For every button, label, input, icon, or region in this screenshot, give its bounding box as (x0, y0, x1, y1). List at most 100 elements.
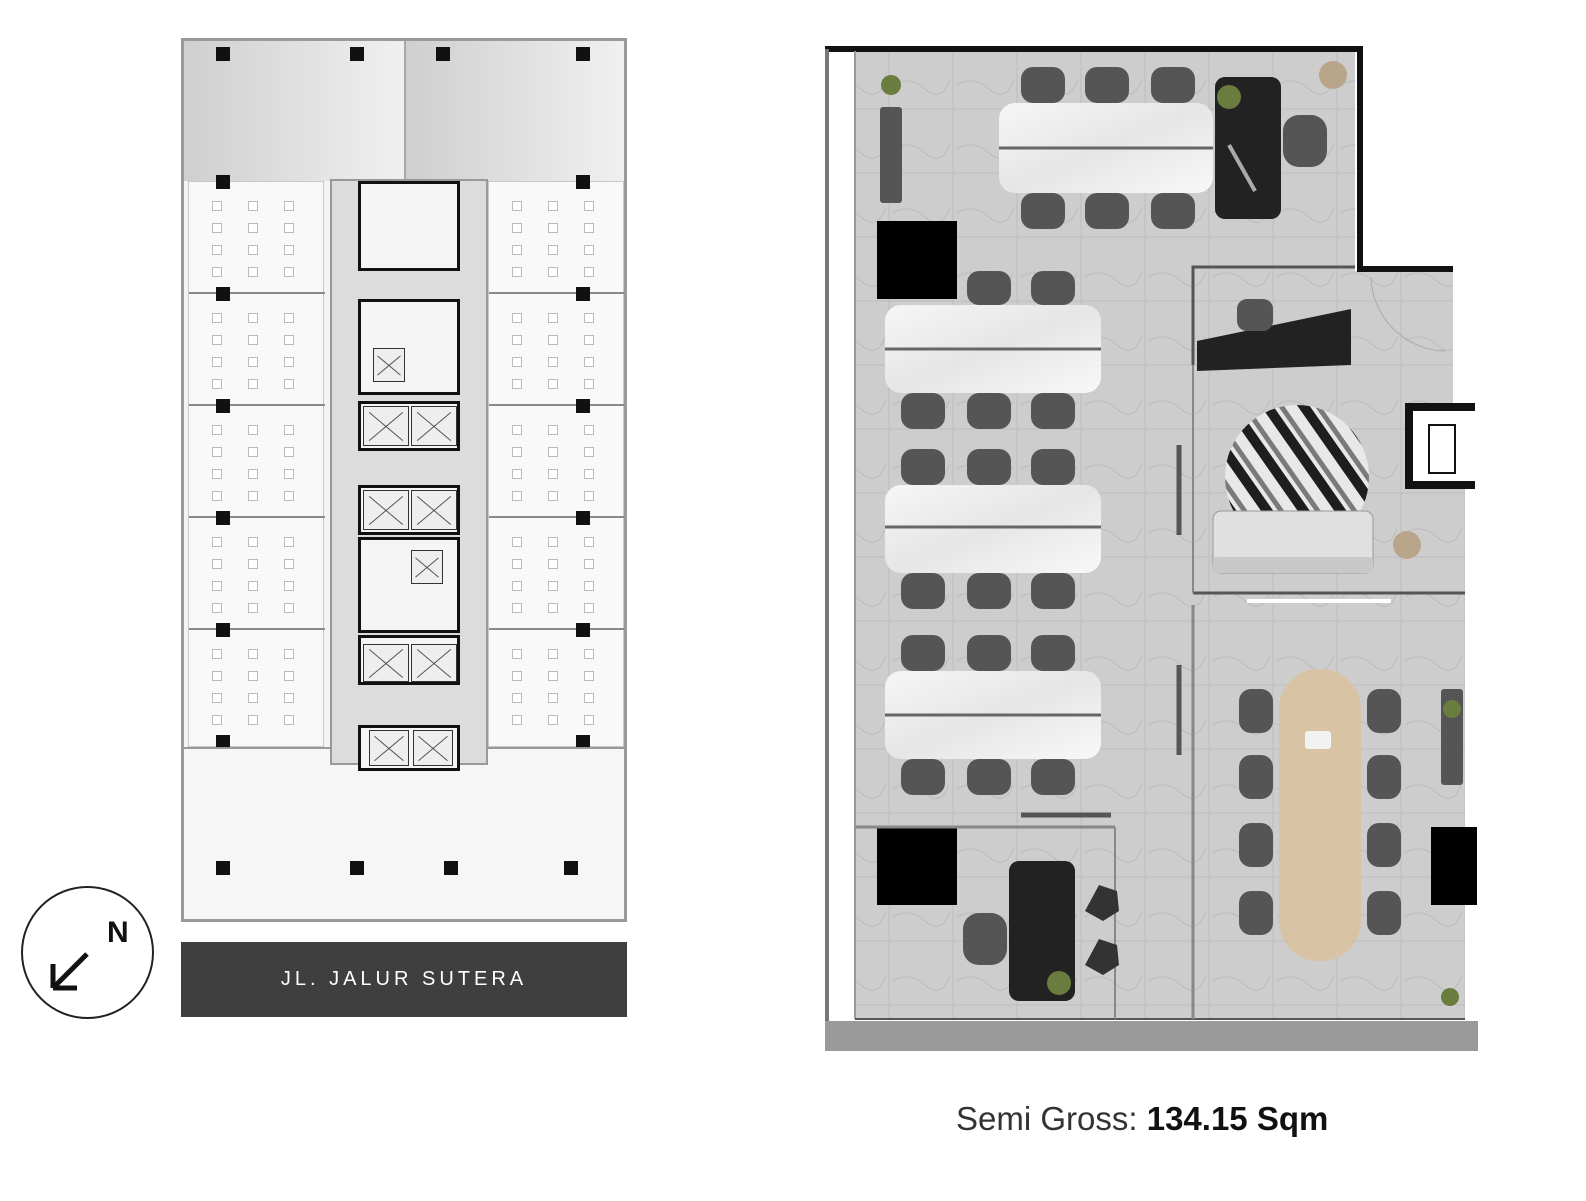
desk-outline (248, 245, 258, 255)
office-chair (1021, 67, 1065, 103)
reception-desk-black-marble (1009, 861, 1075, 1001)
desk-outline (212, 581, 222, 591)
desk-outline (212, 693, 222, 703)
office-chair (1239, 823, 1273, 867)
desk-outline (584, 671, 594, 681)
desk-outline (248, 537, 258, 547)
desk-outline (284, 603, 294, 613)
desk-outline (512, 537, 522, 547)
structural-column (216, 735, 230, 749)
desk-outline (548, 425, 558, 435)
structural-column (576, 399, 590, 413)
desk-outline (284, 223, 294, 233)
desk-outline (584, 715, 594, 725)
glass-roof-east (406, 41, 624, 181)
office-chair (967, 449, 1011, 485)
street-name: JL. JALUR SUTERA (280, 968, 528, 990)
plant-icon (881, 75, 901, 95)
desk-outline (512, 201, 522, 211)
desk-outline (248, 649, 258, 659)
desk-outline (284, 357, 294, 367)
lift-lobby (358, 635, 460, 685)
desk-outline (548, 313, 558, 323)
office-chair (967, 635, 1011, 671)
office-chair (1151, 67, 1195, 103)
desk-outline (584, 335, 594, 345)
lift-car (411, 550, 443, 584)
desk-outline (284, 267, 294, 277)
desk-outline (548, 357, 558, 367)
structural-column (216, 511, 230, 525)
desk-outline (248, 357, 258, 367)
desk-outline (512, 223, 522, 233)
lift-car (413, 730, 453, 766)
structural-column (216, 175, 230, 189)
desk-outline (548, 267, 558, 277)
desk-outline (584, 245, 594, 255)
desk-outline (584, 425, 594, 435)
desk-outline (548, 201, 558, 211)
exterior-wall (825, 46, 1453, 272)
unit-divider (189, 628, 325, 630)
office-chair (901, 449, 945, 485)
desk-outline (248, 313, 258, 323)
structural-column (436, 47, 450, 61)
desk-outline (284, 649, 294, 659)
window-sill-east (1428, 424, 1456, 474)
office-chair (901, 635, 945, 671)
structural-column (576, 287, 590, 301)
desk-outline (584, 693, 594, 703)
area-caption: Semi Gross: 134.15 Sqm (956, 1100, 1328, 1138)
area-value: 134.15 Sqm (1146, 1100, 1329, 1137)
unit-divider (189, 516, 325, 518)
desk-outline (584, 201, 594, 211)
desk-outline (248, 715, 258, 725)
stool (1085, 939, 1119, 975)
desk-outline (212, 267, 222, 277)
office-chair (1021, 193, 1065, 229)
desk-outline (212, 491, 222, 501)
lift-car (411, 406, 457, 446)
office-chair (901, 573, 945, 609)
desk-outline (212, 245, 222, 255)
desk-outline (512, 267, 522, 277)
desk-outline (212, 379, 222, 389)
desk-outline (284, 469, 294, 479)
desk-outline (548, 447, 558, 457)
structural-column (576, 47, 590, 61)
desk-outline (548, 245, 558, 255)
desk-outline (512, 335, 522, 345)
unit-divider (489, 292, 625, 294)
office-chair (967, 759, 1011, 795)
desk-outline (284, 491, 294, 501)
sofa-back (1213, 557, 1373, 573)
structural-column (216, 287, 230, 301)
structural-column (1431, 827, 1477, 905)
private-office-desk (1197, 309, 1351, 371)
office-chair (1031, 393, 1075, 429)
stair-core-north (358, 299, 460, 395)
west-office-wing (188, 181, 325, 747)
workstation-desk (885, 485, 1101, 573)
planter-box (880, 107, 902, 203)
structural-column (350, 861, 364, 875)
unit-divider (489, 628, 625, 630)
office-chair (1031, 449, 1075, 485)
desk-outline (584, 649, 594, 659)
desk-outline (212, 715, 222, 725)
desk-outline (284, 245, 294, 255)
desk-outline (284, 715, 294, 725)
desk-outline (548, 223, 558, 233)
structural-column (877, 221, 957, 299)
plant-icon (1443, 700, 1461, 718)
office-chair (1031, 759, 1075, 795)
office-chair (1031, 635, 1075, 671)
office-chair (901, 759, 945, 795)
office-chair (1283, 115, 1327, 167)
office-chair (967, 573, 1011, 609)
desk-outline (212, 559, 222, 569)
manager-desk-black-marble (1215, 77, 1281, 219)
desk-outline (212, 603, 222, 613)
desk-outline (584, 491, 594, 501)
desk-outline (512, 313, 522, 323)
